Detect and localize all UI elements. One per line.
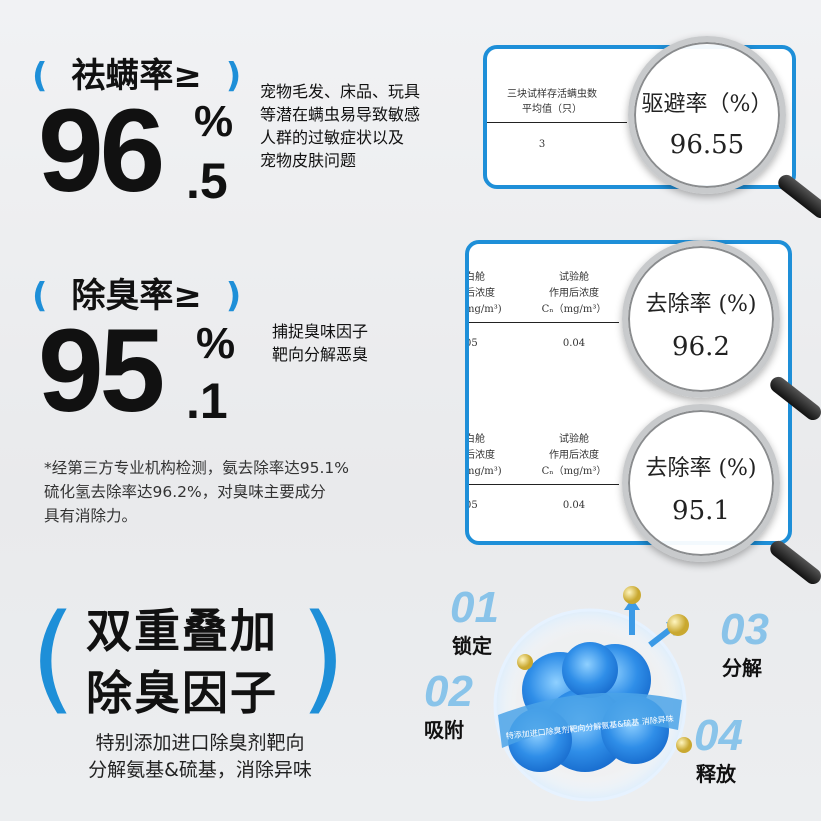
cell: 三块试样存活螨虫数 bbox=[507, 89, 597, 100]
cell: 作用后浓度 bbox=[549, 288, 599, 299]
deodor-molecule-illustration: 特添加进口除臭剂靶向分解氨基&硫基 消除异味 bbox=[493, 586, 692, 802]
divider bbox=[469, 322, 619, 323]
lens-value: 96.2 bbox=[672, 332, 730, 362]
cell: 试验舱 bbox=[559, 272, 589, 283]
lens-label: 去除率 (%) bbox=[645, 292, 757, 317]
cell: 试验舱 bbox=[559, 434, 589, 445]
mite-rate-decimal: .5 bbox=[186, 153, 228, 209]
title-text: 祛螨率≥ bbox=[71, 56, 202, 96]
magnifier-lens: 去除率 (%) 95.1 bbox=[622, 404, 780, 562]
footnote: *经第三方专业机构检测，氨去除率达95.1% 硫化氢去除率达96.2%，对臭味主要… bbox=[44, 456, 349, 528]
deodor-rate-percent: % bbox=[196, 319, 236, 368]
paren-open: ( bbox=[32, 56, 48, 96]
cell: 后浓度 bbox=[465, 450, 495, 461]
col1: 白舱后浓度 mg/m³) 05 bbox=[465, 270, 505, 352]
paren-close: ) bbox=[225, 276, 242, 316]
lens-label: 驱避率（%） bbox=[641, 92, 773, 117]
headline-paren-close: ) bbox=[300, 588, 347, 726]
odor-molecule-icon bbox=[676, 737, 692, 753]
step-label-decompose: 分解 bbox=[722, 656, 762, 680]
desc-line: 靶向分解恶臭 bbox=[272, 345, 369, 364]
col1: 白舱后浓度 mg/m³) 05 bbox=[465, 432, 505, 514]
cell: 白舱 bbox=[465, 434, 485, 445]
headline-paren-open: ( bbox=[30, 588, 77, 726]
col2: 试验舱作用后浓度 Cₙ（mg/m³） 0.04 bbox=[529, 270, 619, 352]
sub-line: 分解氨基&硫基，消除异味 bbox=[88, 759, 312, 781]
step-number: 02 bbox=[424, 667, 473, 716]
headline-line: 除臭因子 bbox=[86, 666, 278, 720]
deodor-rate-decimal: .1 bbox=[186, 373, 228, 429]
lens-label: 去除率 (%) bbox=[645, 456, 757, 481]
cell: 后浓度 bbox=[465, 288, 495, 299]
divider bbox=[487, 122, 627, 123]
desc-line: 等潜在螨虫易导致敏感 bbox=[260, 105, 421, 124]
paren-close: ) bbox=[225, 56, 242, 96]
footnote-line: 硫化氢去除率达96.2%，对臭味主要成分 bbox=[44, 483, 326, 501]
step-label-adsorb: 吸附 bbox=[424, 718, 464, 742]
step-number: 04 bbox=[694, 711, 743, 760]
cell: 05 bbox=[465, 500, 478, 511]
deodor-rate-integer: 95 bbox=[38, 305, 165, 437]
mite-rate-percent: % bbox=[194, 97, 234, 146]
step-label-release: 释放 bbox=[696, 762, 736, 786]
cell: Cₙ（mg/m³） bbox=[541, 304, 607, 315]
desc-line: 人群的过敏症状以及 bbox=[260, 128, 405, 147]
arrow-icon bbox=[648, 625, 674, 648]
mite-rate-title: ( 祛螨率≥ ) bbox=[32, 48, 241, 97]
mite-rate-integer: 96 bbox=[38, 85, 165, 217]
step-label-lock: 锁定 bbox=[452, 634, 492, 658]
deodor-rate-title: ( 除臭率≥ ) bbox=[32, 268, 241, 317]
step-number: 01 bbox=[450, 583, 499, 632]
desc-line: 捕捉臭味因子 bbox=[272, 322, 369, 341]
mite-description: 宠物毛发、床品、玩具等潜在螨虫易导致敏感人群的过敏症状以及宠物皮肤问题 bbox=[260, 80, 420, 172]
lens-value: 96.55 bbox=[669, 130, 745, 160]
magnifier-lens: 去除率 (%) 96.2 bbox=[622, 240, 780, 398]
odor-molecule-icon bbox=[667, 614, 689, 636]
headline-line: 双重叠加 bbox=[86, 604, 278, 658]
magnifier-lens: 驱避率（%） 96.55 bbox=[628, 36, 786, 194]
cell: 白舱 bbox=[465, 272, 485, 283]
cell: 作用后浓度 bbox=[549, 450, 599, 461]
cell: 0.04 bbox=[562, 338, 586, 349]
headline-sub: 特别添加进口除臭剂靶向分解氨基&硫基，消除异味 bbox=[40, 730, 360, 784]
sub-line: 特别添加进口除臭剂靶向 bbox=[95, 732, 305, 754]
footnote-line: *经第三方专业机构检测，氨去除率达95.1% bbox=[44, 459, 349, 477]
desc-line: 宠物皮肤问题 bbox=[260, 151, 357, 170]
odor-molecule-icon bbox=[517, 654, 533, 670]
cell: 05 bbox=[465, 338, 478, 349]
step-number: 03 bbox=[720, 605, 769, 654]
deodor-description: 捕捉臭味因子靶向分解恶臭 bbox=[272, 320, 368, 366]
divider bbox=[469, 484, 619, 485]
col2: 试验舱作用后浓度 Cₙ（mg/m³） 0.04 bbox=[529, 432, 619, 514]
cell: Cₙ（mg/m³） bbox=[541, 466, 607, 477]
paren-open: ( bbox=[32, 276, 48, 316]
ring-band bbox=[498, 692, 682, 748]
cell: mg/m³) bbox=[465, 304, 502, 315]
report-header: 三块试样存活螨虫数平均值（只） bbox=[487, 85, 617, 115]
headline: 双重叠加除臭因子 bbox=[86, 600, 278, 724]
cell: mg/m³) bbox=[465, 466, 502, 477]
magnifier-handle-icon bbox=[775, 171, 821, 222]
report-value: 3 bbox=[538, 139, 546, 150]
lens-value: 95.1 bbox=[672, 496, 730, 526]
title-text: 除臭率≥ bbox=[71, 276, 202, 316]
cell: 平均值（只） bbox=[522, 104, 582, 115]
desc-line: 宠物毛发、床品、玩具 bbox=[260, 82, 421, 101]
odor-molecule-icon bbox=[623, 586, 641, 604]
cell: 0.04 bbox=[562, 500, 586, 511]
footnote-line: 具有消除力。 bbox=[44, 507, 138, 525]
